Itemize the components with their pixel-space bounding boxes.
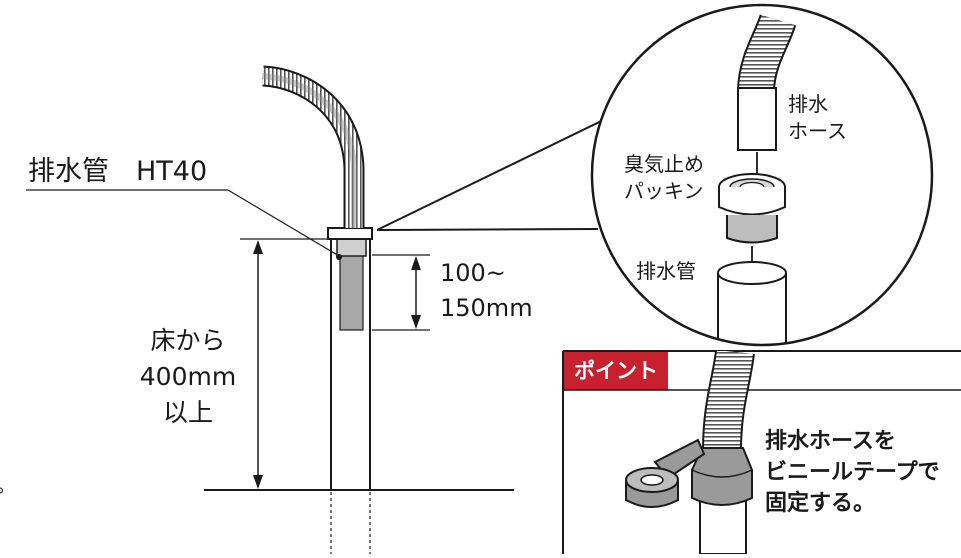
detail-hose-line1: 排水: [788, 92, 828, 116]
point-text-line1: 排水ホースを: [765, 429, 896, 454]
detail-packing-line1: 臭気止め: [624, 152, 704, 176]
detail-hose-line2: ホース: [788, 119, 847, 143]
point-badge: [564, 352, 668, 390]
leader-dot: [336, 254, 342, 260]
floor-height-dimension: [240, 238, 328, 489]
label-leader: [227, 189, 340, 257]
depth-label-line2: 150mm: [440, 294, 533, 322]
detail-zoom-circle: [590, 3, 934, 347]
depth-label-line1: 100~: [440, 259, 506, 287]
insertion-depth-dimension: [372, 254, 430, 331]
main-pipe-assembly: [204, 65, 514, 554]
pipe-cap: [327, 227, 373, 240]
callout-wedge: [376, 109, 625, 231]
stray-mark: 。: [0, 473, 16, 497]
floor-height-line3: 以上: [163, 398, 213, 427]
detail-pipe-label: 排水管: [636, 259, 696, 283]
floor-height-line1: 床から: [150, 326, 225, 355]
point-box: [562, 350, 961, 554]
detail-packing-line2: パッキン: [624, 179, 703, 203]
floor-height-line2: 400mm: [140, 362, 236, 391]
point-text-line2: ビニールテープで: [765, 460, 940, 485]
point-badge-label: ポイント: [574, 359, 658, 383]
detail-circle-outline: [590, 3, 934, 347]
point-text-line3: 固定する。: [765, 490, 875, 516]
packing-collar: [336, 237, 367, 257]
main-pipe-label: 排水管 HT40: [28, 156, 207, 187]
